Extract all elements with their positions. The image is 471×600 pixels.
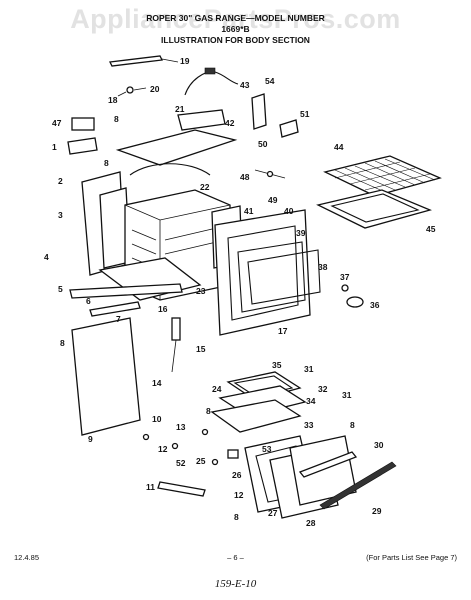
callout-54: 54 <box>265 76 275 86</box>
part-burner-tube <box>171 317 181 373</box>
callout-11: 11 <box>146 482 155 492</box>
callout-52: 52 <box>176 458 186 468</box>
callout-13: 13 <box>176 422 186 432</box>
diagram-subtitle: ILLUSTRATION FOR BODY SECTION <box>161 35 310 45</box>
callout-43: 43 <box>240 80 250 90</box>
part-left-side-panel <box>81 171 131 276</box>
parts-list-note: (For Parts List See Page 7) <box>366 553 457 562</box>
callout-22: 22 <box>200 182 210 192</box>
callout-16: 16 <box>158 304 168 314</box>
callout-6: 6 <box>86 296 91 306</box>
callout-8d: 8 <box>206 406 211 416</box>
callout-26: 26 <box>232 470 242 480</box>
callout-12b: 12 <box>234 490 244 500</box>
part-oven-rack <box>323 155 442 197</box>
part-power-cord <box>184 67 239 96</box>
callout-8: 8 <box>114 114 119 124</box>
callout-8b: 8 <box>104 158 109 168</box>
callout-1: 1 <box>52 142 57 152</box>
callout-4: 4 <box>44 252 49 262</box>
part-strip-6 <box>89 301 141 317</box>
diagram-title: ROPER 30" GAS RANGE—MODEL NUMBER <box>146 13 325 23</box>
part-strip-5 <box>69 283 183 299</box>
callout-7: 7 <box>116 314 121 324</box>
footer-date: 12.4.85 <box>14 553 40 562</box>
callout-48: 48 <box>240 172 250 182</box>
callout-31: 31 <box>304 364 314 374</box>
callout-27: 27 <box>268 508 278 518</box>
callout-12: 12 <box>158 444 168 454</box>
page-number: – 6 – <box>227 553 244 562</box>
part-drawer-handle <box>298 451 358 478</box>
callout-33: 33 <box>304 420 314 430</box>
callout-35: 35 <box>272 360 282 370</box>
part-lower-side-panel <box>71 317 141 436</box>
part-clip-47 <box>71 117 95 131</box>
callout-42: 42 <box>225 118 235 128</box>
callout-20: 20 <box>150 84 160 94</box>
callout-31b: 31 <box>342 390 352 400</box>
callout-28: 28 <box>306 518 316 528</box>
callout-17: 17 <box>278 326 288 336</box>
callout-41: 41 <box>244 206 254 216</box>
callout-10: 10 <box>152 414 162 424</box>
part-oven-door-frame <box>214 209 321 336</box>
callout-47: 47 <box>52 118 62 128</box>
callout-34: 34 <box>306 396 316 406</box>
callout-49: 49 <box>268 195 278 205</box>
part-bracket-54 <box>251 93 267 130</box>
callout-44: 44 <box>334 142 344 152</box>
part-knob-36 <box>341 284 364 308</box>
callout-53: 53 <box>262 444 272 454</box>
callout-25: 25 <box>196 456 206 466</box>
part-top-trim <box>109 55 179 67</box>
model-number: 1669*B <box>221 24 250 34</box>
callout-24: 24 <box>212 384 222 394</box>
watermark: AppliancePartsPros.com <box>70 4 401 34</box>
part-strip-11 <box>157 481 206 497</box>
callout-30: 30 <box>374 440 384 450</box>
callout-3: 3 <box>58 210 63 220</box>
callout-50: 50 <box>258 139 268 149</box>
callout-45: 45 <box>426 224 436 234</box>
callout-38: 38 <box>318 262 328 272</box>
callout-9: 9 <box>88 434 93 444</box>
part-block-51 <box>279 119 299 138</box>
callout-40: 40 <box>284 206 294 216</box>
callout-8c: 8 <box>60 338 65 348</box>
part-bar-29 <box>319 461 397 510</box>
callout-29: 29 <box>372 506 382 516</box>
part-48 <box>254 169 286 179</box>
part-broiler-drawer <box>210 371 307 433</box>
part-top-frame <box>115 109 238 176</box>
part-screws-lower <box>142 428 219 466</box>
callout-15: 15 <box>196 344 206 354</box>
callout-51: 51 <box>300 109 310 119</box>
part-26 <box>227 449 239 459</box>
callout-5: 5 <box>58 284 63 294</box>
part-broiler-pan <box>316 189 432 229</box>
callout-8e: 8 <box>350 420 355 430</box>
callout-8f: 8 <box>234 512 239 522</box>
part-1 <box>67 137 98 155</box>
callout-39: 39 <box>296 228 306 238</box>
callout-23: 23 <box>196 286 206 296</box>
callout-21: 21 <box>175 104 185 114</box>
callout-32: 32 <box>318 384 328 394</box>
callout-19: 19 <box>180 56 190 66</box>
handwritten-code: 159-E-10 <box>214 578 257 590</box>
part-screw-18 <box>117 86 147 97</box>
callout-14: 14 <box>152 378 162 388</box>
callout-37: 37 <box>340 272 350 282</box>
callout-18: 18 <box>108 95 118 105</box>
callout-2: 2 <box>58 176 63 186</box>
callout-36: 36 <box>370 300 380 310</box>
